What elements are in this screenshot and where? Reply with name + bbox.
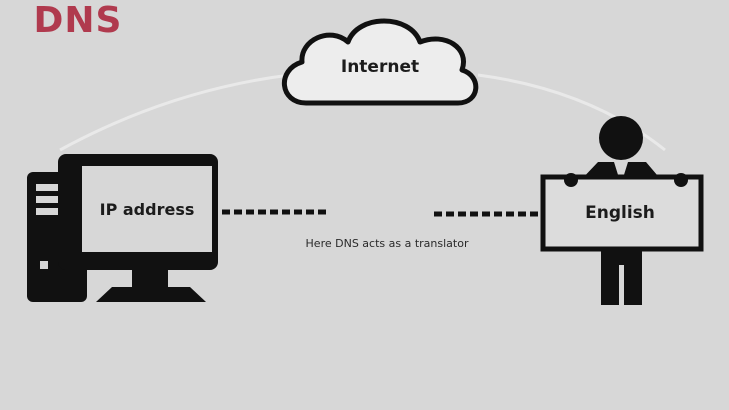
dns-label: DNS: [33, 0, 123, 41]
person-head: [599, 116, 643, 160]
ip-address-label: IP address: [99, 200, 195, 219]
monitor-icon: [58, 154, 218, 302]
sign-label: English: [585, 203, 655, 223]
cloud-icon: [282, 18, 479, 106]
person-holding-sign-icon: [540, 116, 704, 305]
cloud-label: Internet: [340, 57, 420, 77]
right-connection-arc: [477, 73, 666, 152]
dns-caption: Here DNS acts as a translator: [305, 237, 469, 250]
person-left-leg: [601, 249, 619, 305]
left-connection-arc: [59, 73, 291, 152]
person-right-leg: [624, 249, 642, 305]
